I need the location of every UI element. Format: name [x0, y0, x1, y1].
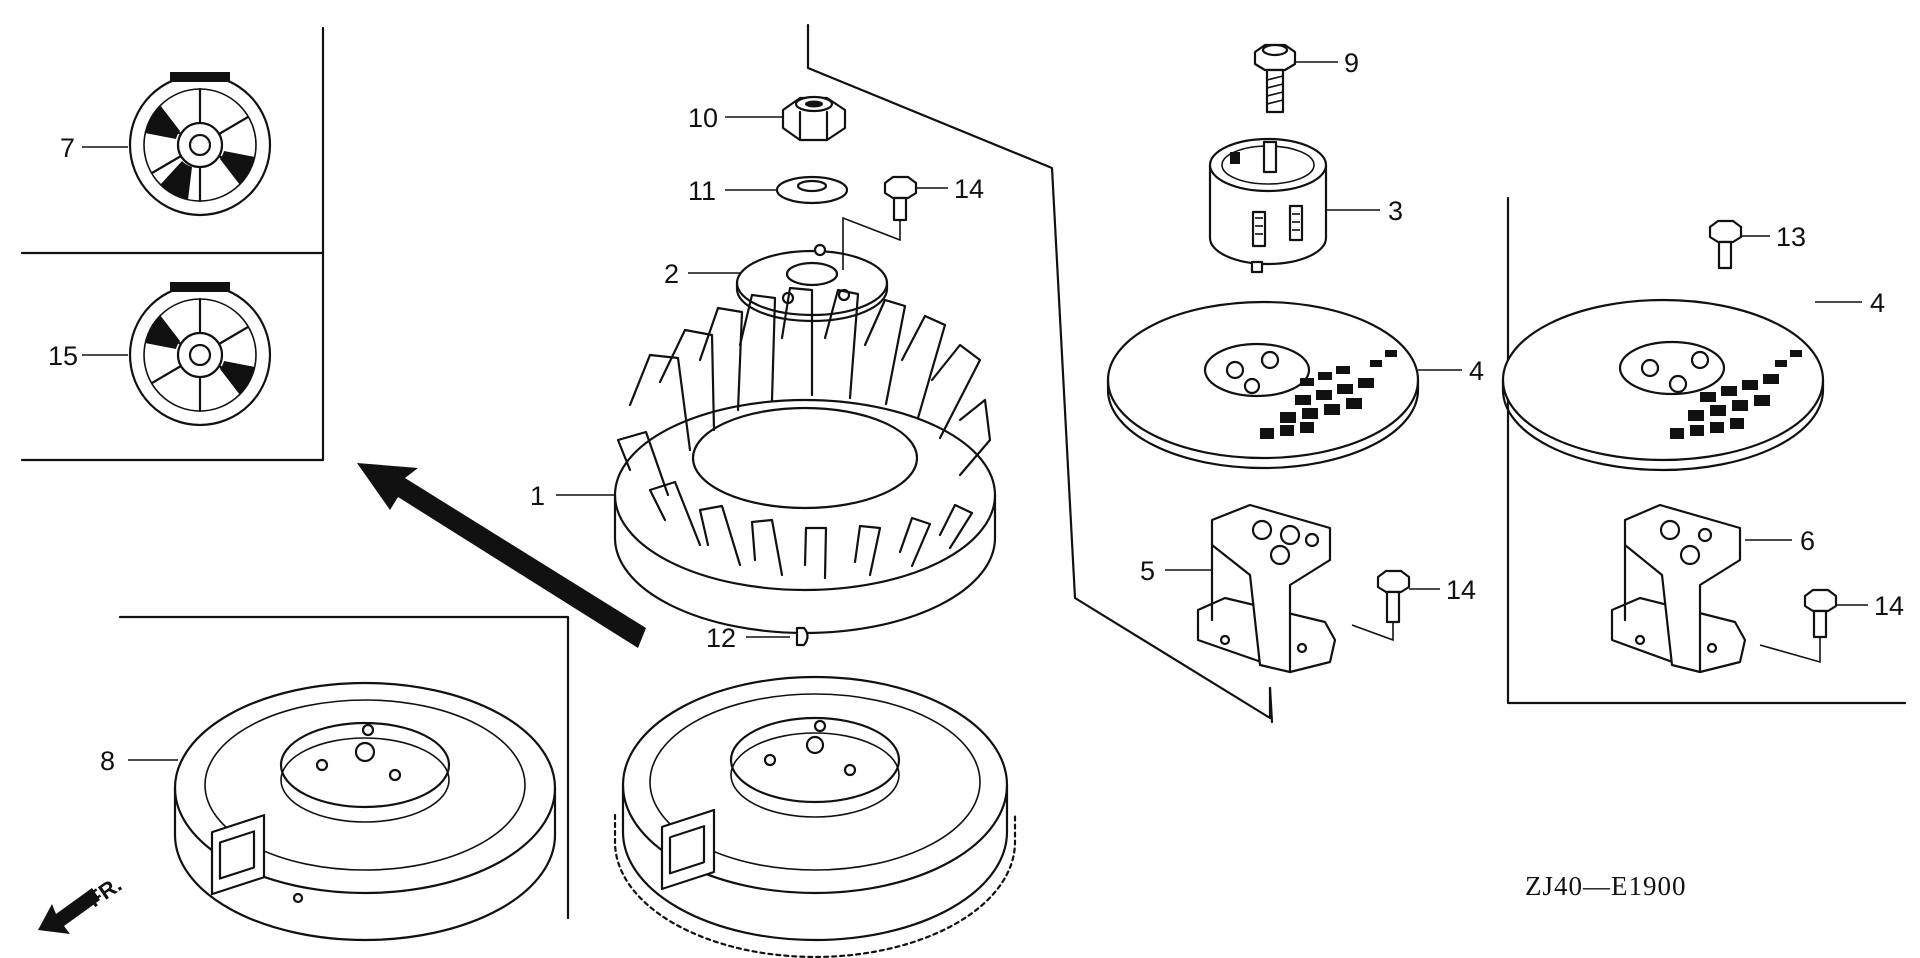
front-direction-indicator: FR.: [38, 872, 126, 934]
callout-2: 2: [664, 259, 679, 289]
starter-pulley-part-7: [128, 72, 272, 217]
key-part-12: [795, 626, 809, 647]
callout-15: 15: [48, 341, 78, 371]
callout-12: 12: [706, 623, 736, 653]
leader-lines: [82, 61, 1868, 761]
nut-part-10: [781, 95, 847, 142]
bolt-part-13: [1708, 219, 1743, 270]
front-direction-arrow-icon: [38, 888, 100, 934]
callout-8: 8: [100, 746, 115, 776]
bolt-part-14-mid: [1376, 569, 1411, 624]
starter-pulley-part-15: [128, 282, 272, 427]
bolt-part-14-top: [883, 175, 918, 222]
front-arrow: [357, 463, 646, 648]
bolt-part-9: [1253, 43, 1297, 114]
washer-part-11: [775, 175, 849, 205]
cooling-fan-part-1: [613, 286, 997, 635]
callout-6: 6: [1800, 526, 1815, 556]
bracket-part-6: [1610, 503, 1747, 674]
bolt-part-14-right: [1803, 588, 1838, 639]
callout-1: 1: [530, 481, 545, 511]
callout-11: 11: [688, 176, 716, 206]
starter-cup-part-3: [1208, 137, 1328, 274]
pulley-plate-part-4-left: [1106, 300, 1420, 470]
callout-4a: 4: [1469, 356, 1484, 386]
pulley-plate-part-4-right: [1501, 298, 1825, 472]
flywheel-ring-gear: [613, 675, 1017, 958]
flywheel-part-8: [173, 681, 557, 942]
callout-7: 7: [60, 133, 75, 163]
callout-10: 10: [688, 103, 718, 133]
callout-9: 9: [1344, 48, 1359, 78]
callout-14a: 14: [954, 174, 984, 204]
callout-4b: 4: [1870, 288, 1885, 318]
callout-14c: 14: [1874, 591, 1904, 621]
callout-3: 3: [1388, 196, 1403, 226]
callout-5: 5: [1140, 556, 1155, 586]
bracket-part-5: [1196, 503, 1337, 674]
callouts: 1 2 3 4 4 5 6 7 8 9 10 11 12 13 14 14 14…: [48, 48, 1904, 776]
callout-14b: 14: [1446, 575, 1476, 605]
callout-13: 13: [1776, 222, 1806, 252]
diagram-code: ZJ40—E1900: [1525, 871, 1687, 901]
